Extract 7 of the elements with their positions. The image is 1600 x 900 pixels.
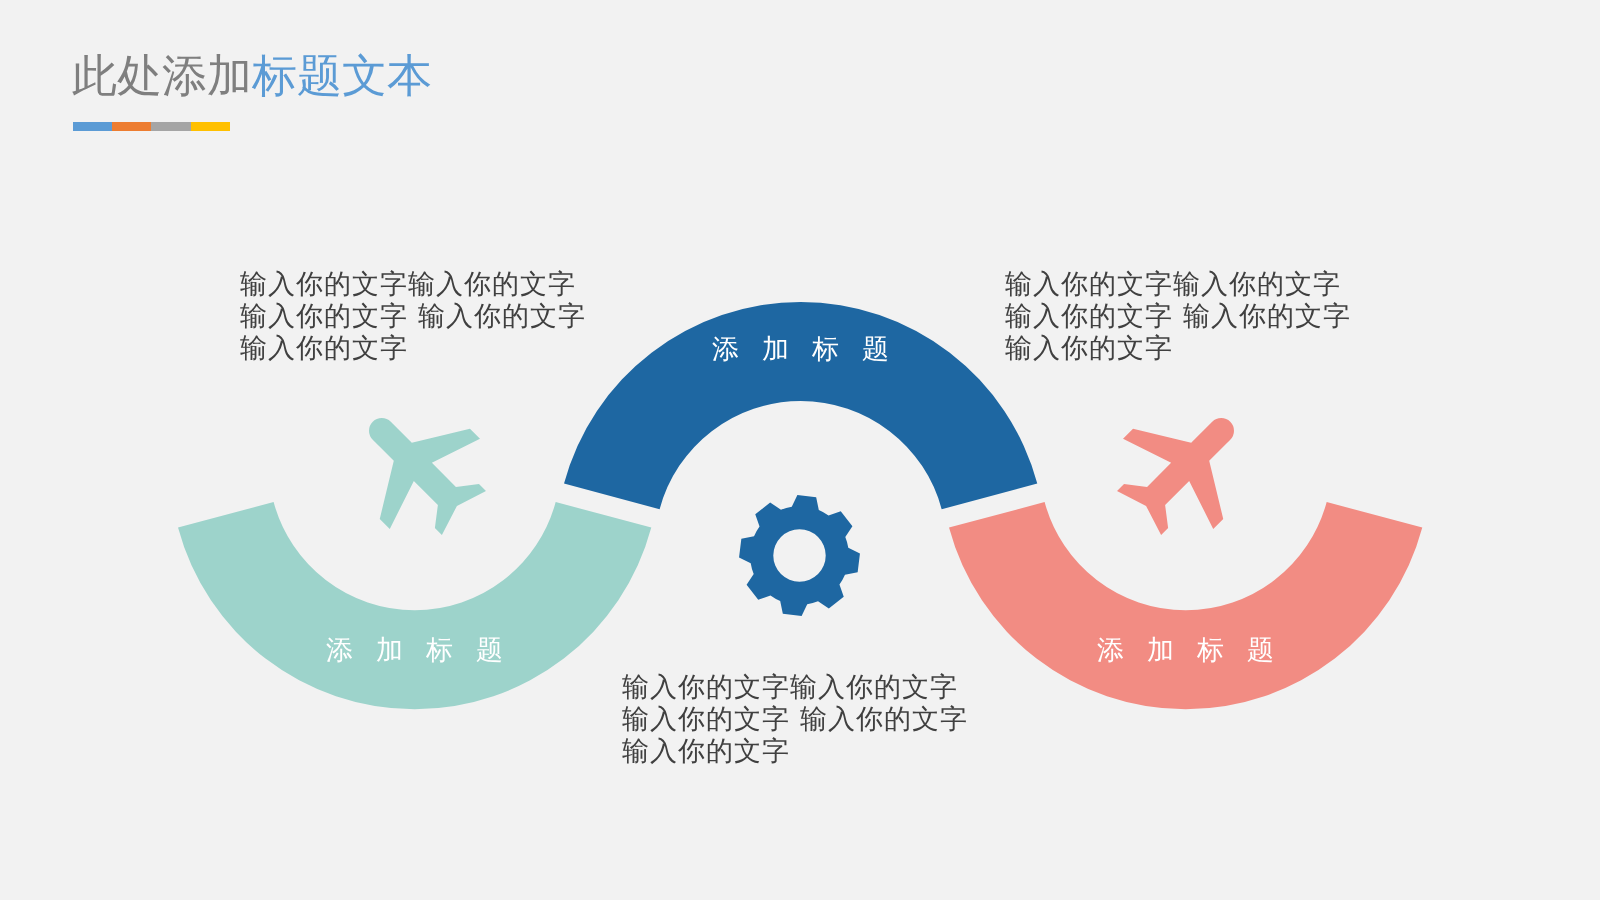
band-title: 添加标题	[1096, 633, 1298, 667]
slide-title: 此处添加标题文本	[72, 48, 432, 104]
band-title: 添加标题	[711, 332, 913, 366]
band-title: 添加标题	[325, 633, 527, 667]
description-text: 输入你的文字输入你的文字输入你的文字 输入你的文字输入你的文字	[622, 671, 969, 767]
description-text: 输入你的文字输入你的文字输入你的文字 输入你的文字输入你的文字	[1005, 268, 1352, 364]
description-text: 输入你的文字输入你的文字输入你的文字 输入你的文字输入你的文字	[240, 268, 587, 364]
